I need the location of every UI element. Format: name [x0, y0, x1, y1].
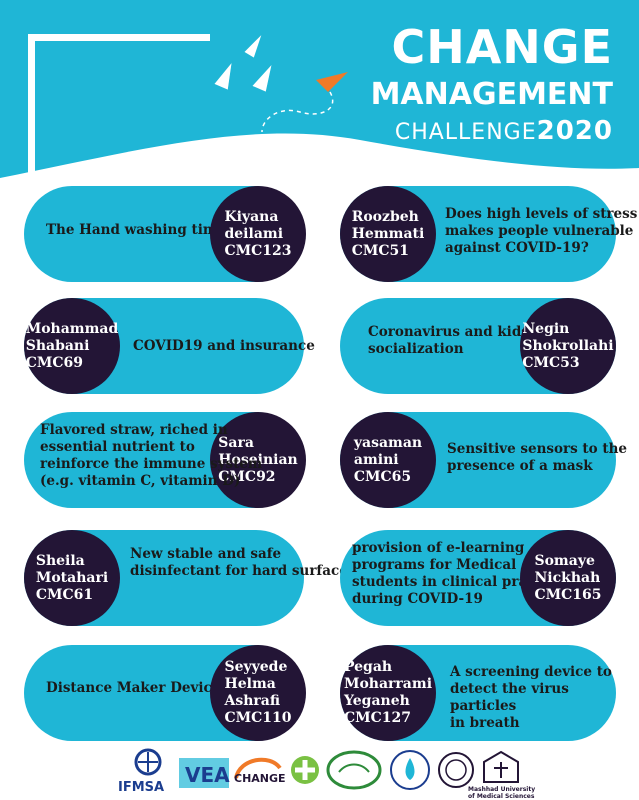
author-badge: Kiyana deilami CMC123: [210, 186, 306, 282]
orange-paper-plane-icon: [316, 72, 348, 92]
project-title: Coronavirus and kids socialization: [368, 324, 529, 357]
title-year: 2020: [536, 116, 613, 146]
author-badge: Roozbeh Hemmati CMC51: [340, 186, 436, 282]
change-logo: CHANGE: [234, 757, 285, 785]
author-name: Kiyana deilami CMC123: [224, 208, 292, 259]
author-badge: Somaye Nickhah CMC165: [520, 530, 616, 626]
round-seal-logo: [390, 750, 430, 790]
header-frame-left: [28, 34, 35, 199]
change-logo-text: CHANGE: [234, 772, 285, 785]
author-name: Mohammad Shabani CMC69: [25, 320, 119, 371]
paper-plane-icon: [213, 33, 273, 93]
author-name: yasaman amini CMC65: [353, 434, 423, 485]
author-badge: Seyyede Helma Ashrafi CMC110: [210, 645, 306, 741]
author-name: Seyyede Helma Ashrafi CMC110: [224, 659, 292, 726]
health-cross-logo: [291, 756, 319, 784]
flight-trail: [261, 91, 334, 133]
author-badge: Mohammad Shabani CMC69: [24, 298, 120, 394]
author-badge: yasaman amini CMC65: [340, 412, 436, 508]
author-badge: Pegah Moharrami Yeganeh CMC127: [340, 645, 436, 741]
oval-seal-logo: [326, 750, 382, 790]
project-title: Does high levels of stress makes people …: [445, 206, 638, 256]
university-logo: [483, 750, 519, 783]
sponsor-logos: IFMSA VEA CHANGE Mashhad Unive: [0, 740, 639, 800]
ifmsa-logo: [134, 748, 162, 776]
author-name: Negin Shokrollahi CMC53: [522, 320, 614, 371]
project-title: A screening device to detect the virus p…: [450, 664, 612, 731]
author-badge: Negin Shokrollahi CMC53: [520, 298, 616, 394]
circle-emblem-logo: [438, 752, 474, 788]
author-name: Sara Hoseinian CMC92: [218, 434, 298, 485]
project-title: Flavored straw, riched in essential nutr…: [40, 422, 263, 489]
project-title: The Hand washing timer: [46, 222, 233, 238]
ifmsa-label: IFMSA: [118, 780, 165, 795]
project-title: Sensitive sensors to the presence of a m…: [447, 441, 627, 474]
author-badge: Sara Hoseinian CMC92: [210, 412, 306, 508]
author-name: Somaye Nickhah CMC165: [534, 552, 602, 603]
project-title: New stable and safe disinfectant for har…: [130, 546, 356, 579]
vea-logo: VEA: [179, 758, 230, 788]
svg-text:VEA: VEA: [185, 763, 230, 787]
author-name: Roozbeh Hemmati CMC51: [351, 208, 425, 259]
author-badge: Sheila Motahari CMC61: [24, 530, 120, 626]
title-challenge-text: CHALLENGE: [394, 120, 537, 145]
header-frame-top: [28, 34, 210, 41]
university-label: Mashhad University of Medical Sciences: [468, 786, 536, 800]
author-name: Sheila Motahari CMC61: [35, 552, 109, 603]
title-management: MANAGEMENT: [370, 77, 613, 112]
project-title: COVID19 and insurance: [133, 338, 315, 354]
header-banner: [0, 0, 639, 178]
title-challenge: CHALLENGE2020: [395, 118, 613, 144]
title-change: CHANGE: [391, 20, 613, 74]
header-wave: [0, 0, 639, 178]
project-title: Distance Maker Device: [46, 680, 221, 696]
author-name: Pegah Moharrami Yeganeh CMC127: [343, 659, 433, 726]
